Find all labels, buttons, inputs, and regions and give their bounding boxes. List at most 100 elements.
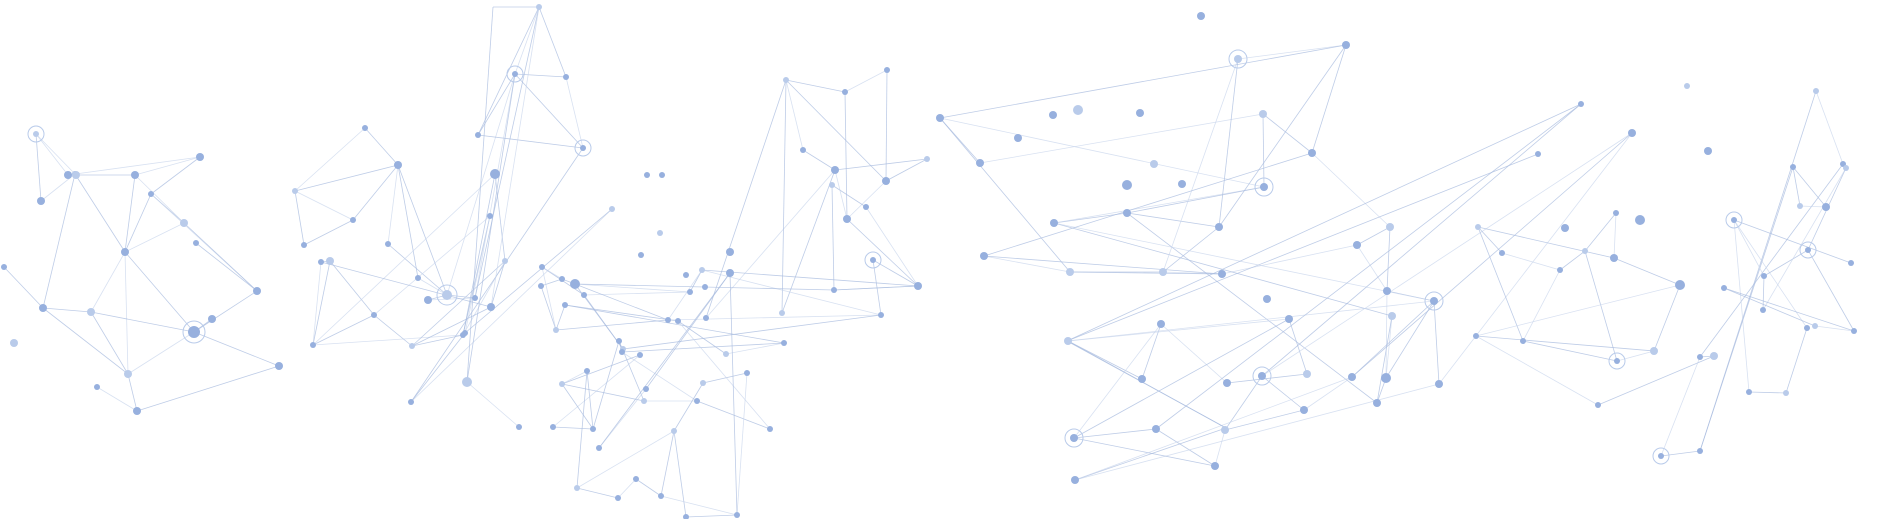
network-edge (576, 487, 619, 499)
network-node (1071, 476, 1079, 484)
network-node (702, 284, 708, 290)
network-edge (635, 478, 662, 497)
network-edge (846, 218, 919, 287)
network-node-halo (436, 284, 458, 306)
network-node (1761, 273, 1767, 279)
network-edge (514, 6, 540, 75)
network-node (1303, 370, 1311, 378)
network-node (665, 317, 671, 323)
network-edge (1613, 212, 1617, 259)
network-node (914, 282, 922, 290)
network-edge (540, 278, 563, 287)
network-edge (312, 173, 496, 346)
network-edge (576, 430, 675, 489)
network-node (723, 351, 729, 357)
network-edge (781, 79, 787, 314)
network-edge (193, 290, 258, 333)
network-edge (494, 173, 506, 262)
network-node (1746, 389, 1752, 395)
network-node (1557, 267, 1563, 273)
network-edge (702, 372, 748, 384)
network-edge (477, 6, 540, 136)
network-node (1373, 399, 1381, 407)
network-edge (565, 76, 584, 149)
network-edge (1584, 212, 1617, 252)
network-node (703, 315, 709, 321)
network-node (615, 495, 621, 501)
network-node (1073, 105, 1083, 115)
network-edge (1074, 376, 1353, 481)
network-node (371, 312, 377, 318)
network-edge (1356, 226, 1391, 246)
network-node (516, 424, 522, 430)
network-node (559, 381, 565, 387)
network-edge (1477, 226, 1524, 342)
network-edge (294, 190, 305, 246)
network-node (1381, 373, 1391, 383)
network-node (394, 161, 402, 169)
network-node (829, 182, 835, 188)
network-node (10, 339, 18, 347)
network-edge (685, 514, 738, 518)
network-edge (705, 169, 836, 319)
network-edge (1073, 318, 1290, 439)
network-edge (1053, 186, 1265, 224)
network-edge (1723, 287, 1816, 327)
network-edge (834, 158, 928, 171)
network-node (1721, 285, 1727, 291)
network-edge (124, 193, 152, 253)
network-node (1197, 12, 1205, 20)
network-edge (1522, 340, 1618, 362)
network-node (683, 272, 689, 278)
network-edge (1303, 376, 1353, 411)
network-edge (1155, 103, 1582, 430)
network-edge (195, 242, 258, 292)
network-edge (410, 208, 613, 403)
network-node (1218, 270, 1226, 278)
network-node (870, 257, 876, 263)
network-node (619, 349, 625, 355)
network-node (385, 241, 391, 247)
network-edge (564, 304, 785, 344)
network-node (1520, 338, 1526, 344)
network-edge (979, 113, 1264, 164)
network-node (1342, 41, 1350, 49)
network-edge (387, 243, 448, 296)
network-edge (1475, 335, 1655, 352)
network-node (643, 386, 649, 392)
network-edge (576, 370, 588, 489)
network-edge (1073, 428, 1157, 439)
network-edge (696, 400, 771, 430)
network-edge (320, 261, 492, 308)
network-node (779, 310, 785, 316)
network-edge (67, 156, 201, 176)
network-edge (1214, 429, 1226, 467)
network-edge (1066, 153, 1539, 342)
network-edge (1224, 375, 1263, 431)
network-edge (1351, 132, 1633, 378)
network-edge (561, 278, 669, 321)
network-node (800, 147, 806, 153)
network-edge (1221, 244, 1358, 275)
network-edge (660, 495, 738, 516)
network-node-halo (506, 65, 524, 83)
network-edge (538, 6, 567, 78)
network-edge (1733, 219, 1750, 393)
network-node (657, 230, 663, 236)
network-edge (1748, 391, 1787, 394)
network-node (1122, 180, 1132, 190)
network-node (1211, 462, 1219, 470)
network-node (1070, 434, 1078, 442)
network-edge (983, 255, 1223, 275)
network-edge (705, 79, 787, 319)
network-node (694, 398, 700, 404)
network-edge (1288, 318, 1308, 375)
network-edge (1584, 250, 1618, 362)
network-node (1561, 224, 1569, 232)
network-edge (1126, 186, 1265, 214)
network-node (831, 166, 839, 174)
network-edge (1763, 249, 1809, 277)
network-edge (474, 6, 540, 299)
network-node (1628, 129, 1636, 137)
network-node-halo (27, 125, 45, 143)
